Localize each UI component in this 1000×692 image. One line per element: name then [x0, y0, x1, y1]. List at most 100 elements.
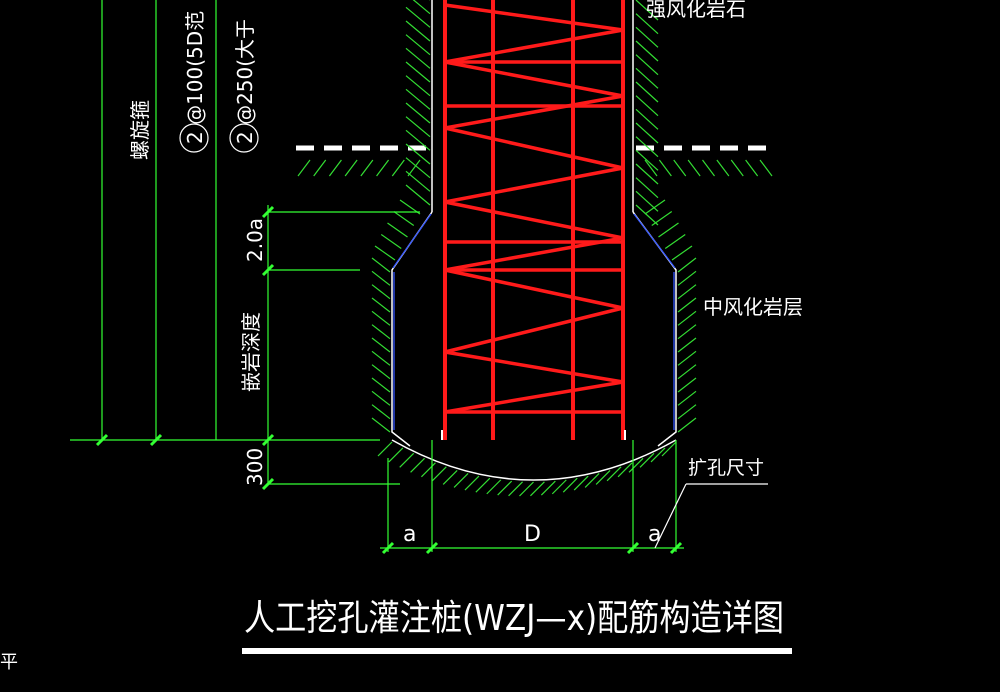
hatch-mark	[635, 54, 659, 76]
hatch-mark	[677, 270, 697, 286]
spiral-stirrup-segment	[444, 28, 624, 64]
hatch-mark	[377, 441, 393, 457]
hatch-mark	[344, 159, 358, 177]
dim-a-left: a	[403, 522, 416, 547]
spiral-stirrup-segment	[444, 94, 624, 130]
hatch-mark	[405, 75, 431, 97]
hatch-mark	[635, 204, 659, 226]
rebar-spec-1: 2 @100(5D范	[179, 11, 209, 153]
hatch-mark	[371, 310, 391, 326]
dimension-tick	[425, 541, 439, 555]
hatch-mark	[635, 67, 659, 89]
hatch-mark	[297, 159, 311, 177]
hatch-mark	[530, 481, 545, 497]
dimension-lines	[70, 0, 684, 552]
hatch-mark	[405, 61, 431, 83]
hatch-mark	[388, 447, 404, 463]
hatch-mark	[371, 364, 391, 380]
hatch-mark	[371, 417, 391, 433]
spiral-stirrup-segment	[444, 306, 624, 354]
hatch-mark	[405, 102, 431, 124]
hatch-mark	[407, 159, 421, 177]
dimension-tick	[381, 541, 395, 555]
hatch-mark	[635, 40, 659, 62]
rebar-number-circle-icon	[229, 123, 259, 153]
hatch-mark	[442, 469, 458, 485]
hatch-mark	[405, 6, 431, 28]
hatch-mark	[644, 159, 658, 177]
dimension-tick	[149, 433, 163, 447]
spiral-stirrup-segment	[444, 3, 624, 32]
label-strong-weathered-rock: 强风化岩石	[646, 0, 746, 21]
hatch-mark	[393, 211, 415, 226]
hatch-mark	[677, 417, 697, 433]
label-medium-weathered-rock: 中风化岩层	[703, 295, 803, 319]
hatch-mark	[745, 159, 759, 177]
rebar-spec-2: 2 @250(大于	[229, 19, 259, 153]
rebar-spec-2-text: 2 @250(大于	[233, 19, 257, 144]
dim-2a: 2.0a	[243, 218, 267, 262]
hatch-mark	[635, 136, 659, 158]
spiral-stirrup-segment	[444, 126, 624, 170]
hatch-mark	[405, 129, 431, 151]
hatch-mark	[464, 475, 480, 491]
rebar-cage	[441, 0, 626, 440]
hatch-mark	[405, 34, 431, 56]
rebar-spec-1-text: 2 @100(5D范	[183, 11, 207, 144]
hatch-mark	[661, 441, 677, 457]
hatch-mark	[573, 475, 589, 491]
hatch-mark	[391, 159, 405, 177]
dimension-tick	[261, 205, 275, 219]
hatch-mark	[371, 390, 391, 406]
hatch-mark	[677, 284, 697, 300]
hatch-mark	[759, 159, 773, 177]
hatch-mark	[371, 350, 391, 366]
hatch-mark	[374, 245, 396, 261]
hatch-mark	[628, 457, 644, 473]
spiral-stirrup-segment	[444, 200, 624, 240]
hatch-mark	[677, 310, 697, 326]
hatch-mark	[453, 473, 469, 488]
hatch-mark	[562, 477, 578, 493]
hatch-mark	[497, 480, 513, 496]
hatch-mark	[658, 159, 672, 177]
hatch-mark	[677, 377, 697, 393]
hatch-mark	[635, 108, 659, 130]
hatch-mark	[371, 324, 391, 340]
hatch-mark	[371, 270, 391, 286]
hatch-mark	[677, 350, 697, 366]
soil-hatching	[297, 0, 773, 497]
spiral-stirrup-segment	[444, 166, 624, 204]
hatch-mark	[677, 364, 697, 380]
hatch-mark	[635, 163, 659, 185]
hatch-mark	[635, 122, 659, 144]
hatch-mark	[405, 143, 431, 165]
hatch-mark	[702, 159, 715, 177]
hatch-mark	[584, 473, 600, 488]
hatch-mark	[371, 337, 391, 353]
spiral-stirrup-segment	[444, 60, 624, 98]
hatch-mark	[606, 466, 622, 482]
hatch-mark	[595, 469, 611, 485]
spiral-stirrup-segment	[444, 350, 624, 384]
hatch-mark	[410, 457, 425, 473]
dimension-tick	[669, 541, 683, 555]
hatch-mark	[540, 480, 556, 496]
hatch-mark	[405, 170, 431, 192]
dimension-tick	[626, 541, 640, 555]
hatch-mark	[677, 337, 697, 353]
corner-fragment-text: 平	[0, 652, 18, 673]
hatch-mark	[371, 284, 391, 300]
hatch-mark	[671, 245, 693, 261]
hatch-mark	[412, 0, 431, 15]
hatch-mark	[658, 222, 679, 238]
hatch-mark	[635, 95, 659, 117]
label-spiral-stirrup: 螺旋箍	[128, 100, 152, 160]
hatch-mark	[405, 157, 431, 179]
hatch-mark	[716, 159, 730, 177]
dim-D: D	[524, 522, 541, 547]
hatch-mark	[475, 477, 491, 493]
hatch-mark	[673, 159, 687, 177]
pile-outline	[391, 0, 677, 481]
